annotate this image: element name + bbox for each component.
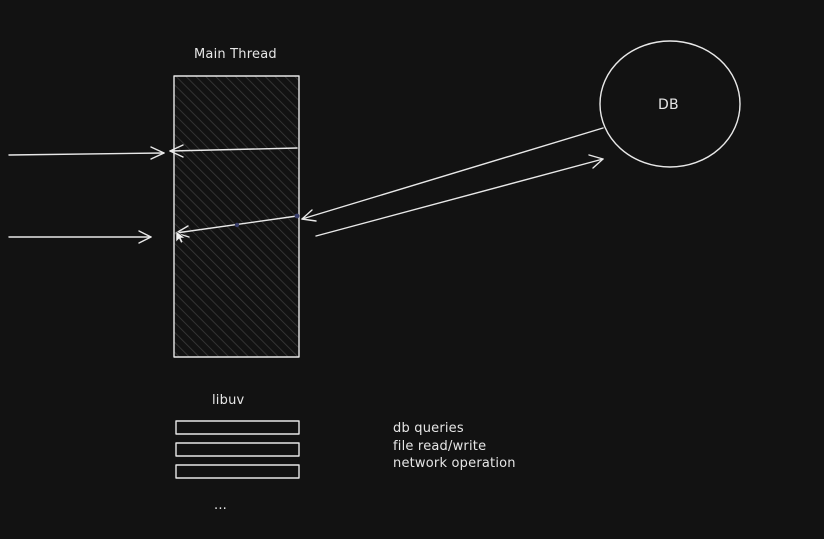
libuv-thread-bar <box>175 442 300 457</box>
db-to-thread-arrow <box>301 127 604 222</box>
operation-file-read-write: file read/write <box>393 438 487 454</box>
incoming-request-arrow-1 <box>8 146 165 160</box>
libuv-thread-bar <box>175 464 300 479</box>
more-threads-ellipsis: ... <box>214 498 227 513</box>
thread-to-db-arrow <box>315 154 604 237</box>
libuv-operations-list: db queries file read/write network opera… <box>393 420 516 473</box>
operation-db-queries: db queries <box>393 421 464 436</box>
libuv-thread-bar <box>175 420 300 435</box>
main-thread-label: Main Thread <box>194 47 277 62</box>
cursor-icon <box>175 230 186 244</box>
main-thread-box <box>173 75 300 358</box>
db-label: DB <box>658 97 679 113</box>
incoming-request-arrow-2 <box>8 230 152 244</box>
thread-response-arrow-1 <box>169 144 298 158</box>
libuv-label: libuv <box>212 393 245 408</box>
libuv-thread-pool <box>175 420 300 479</box>
db-circle <box>599 40 741 168</box>
node-dot <box>234 222 240 228</box>
node-dot <box>294 213 300 219</box>
operation-network: network operation <box>393 456 516 471</box>
